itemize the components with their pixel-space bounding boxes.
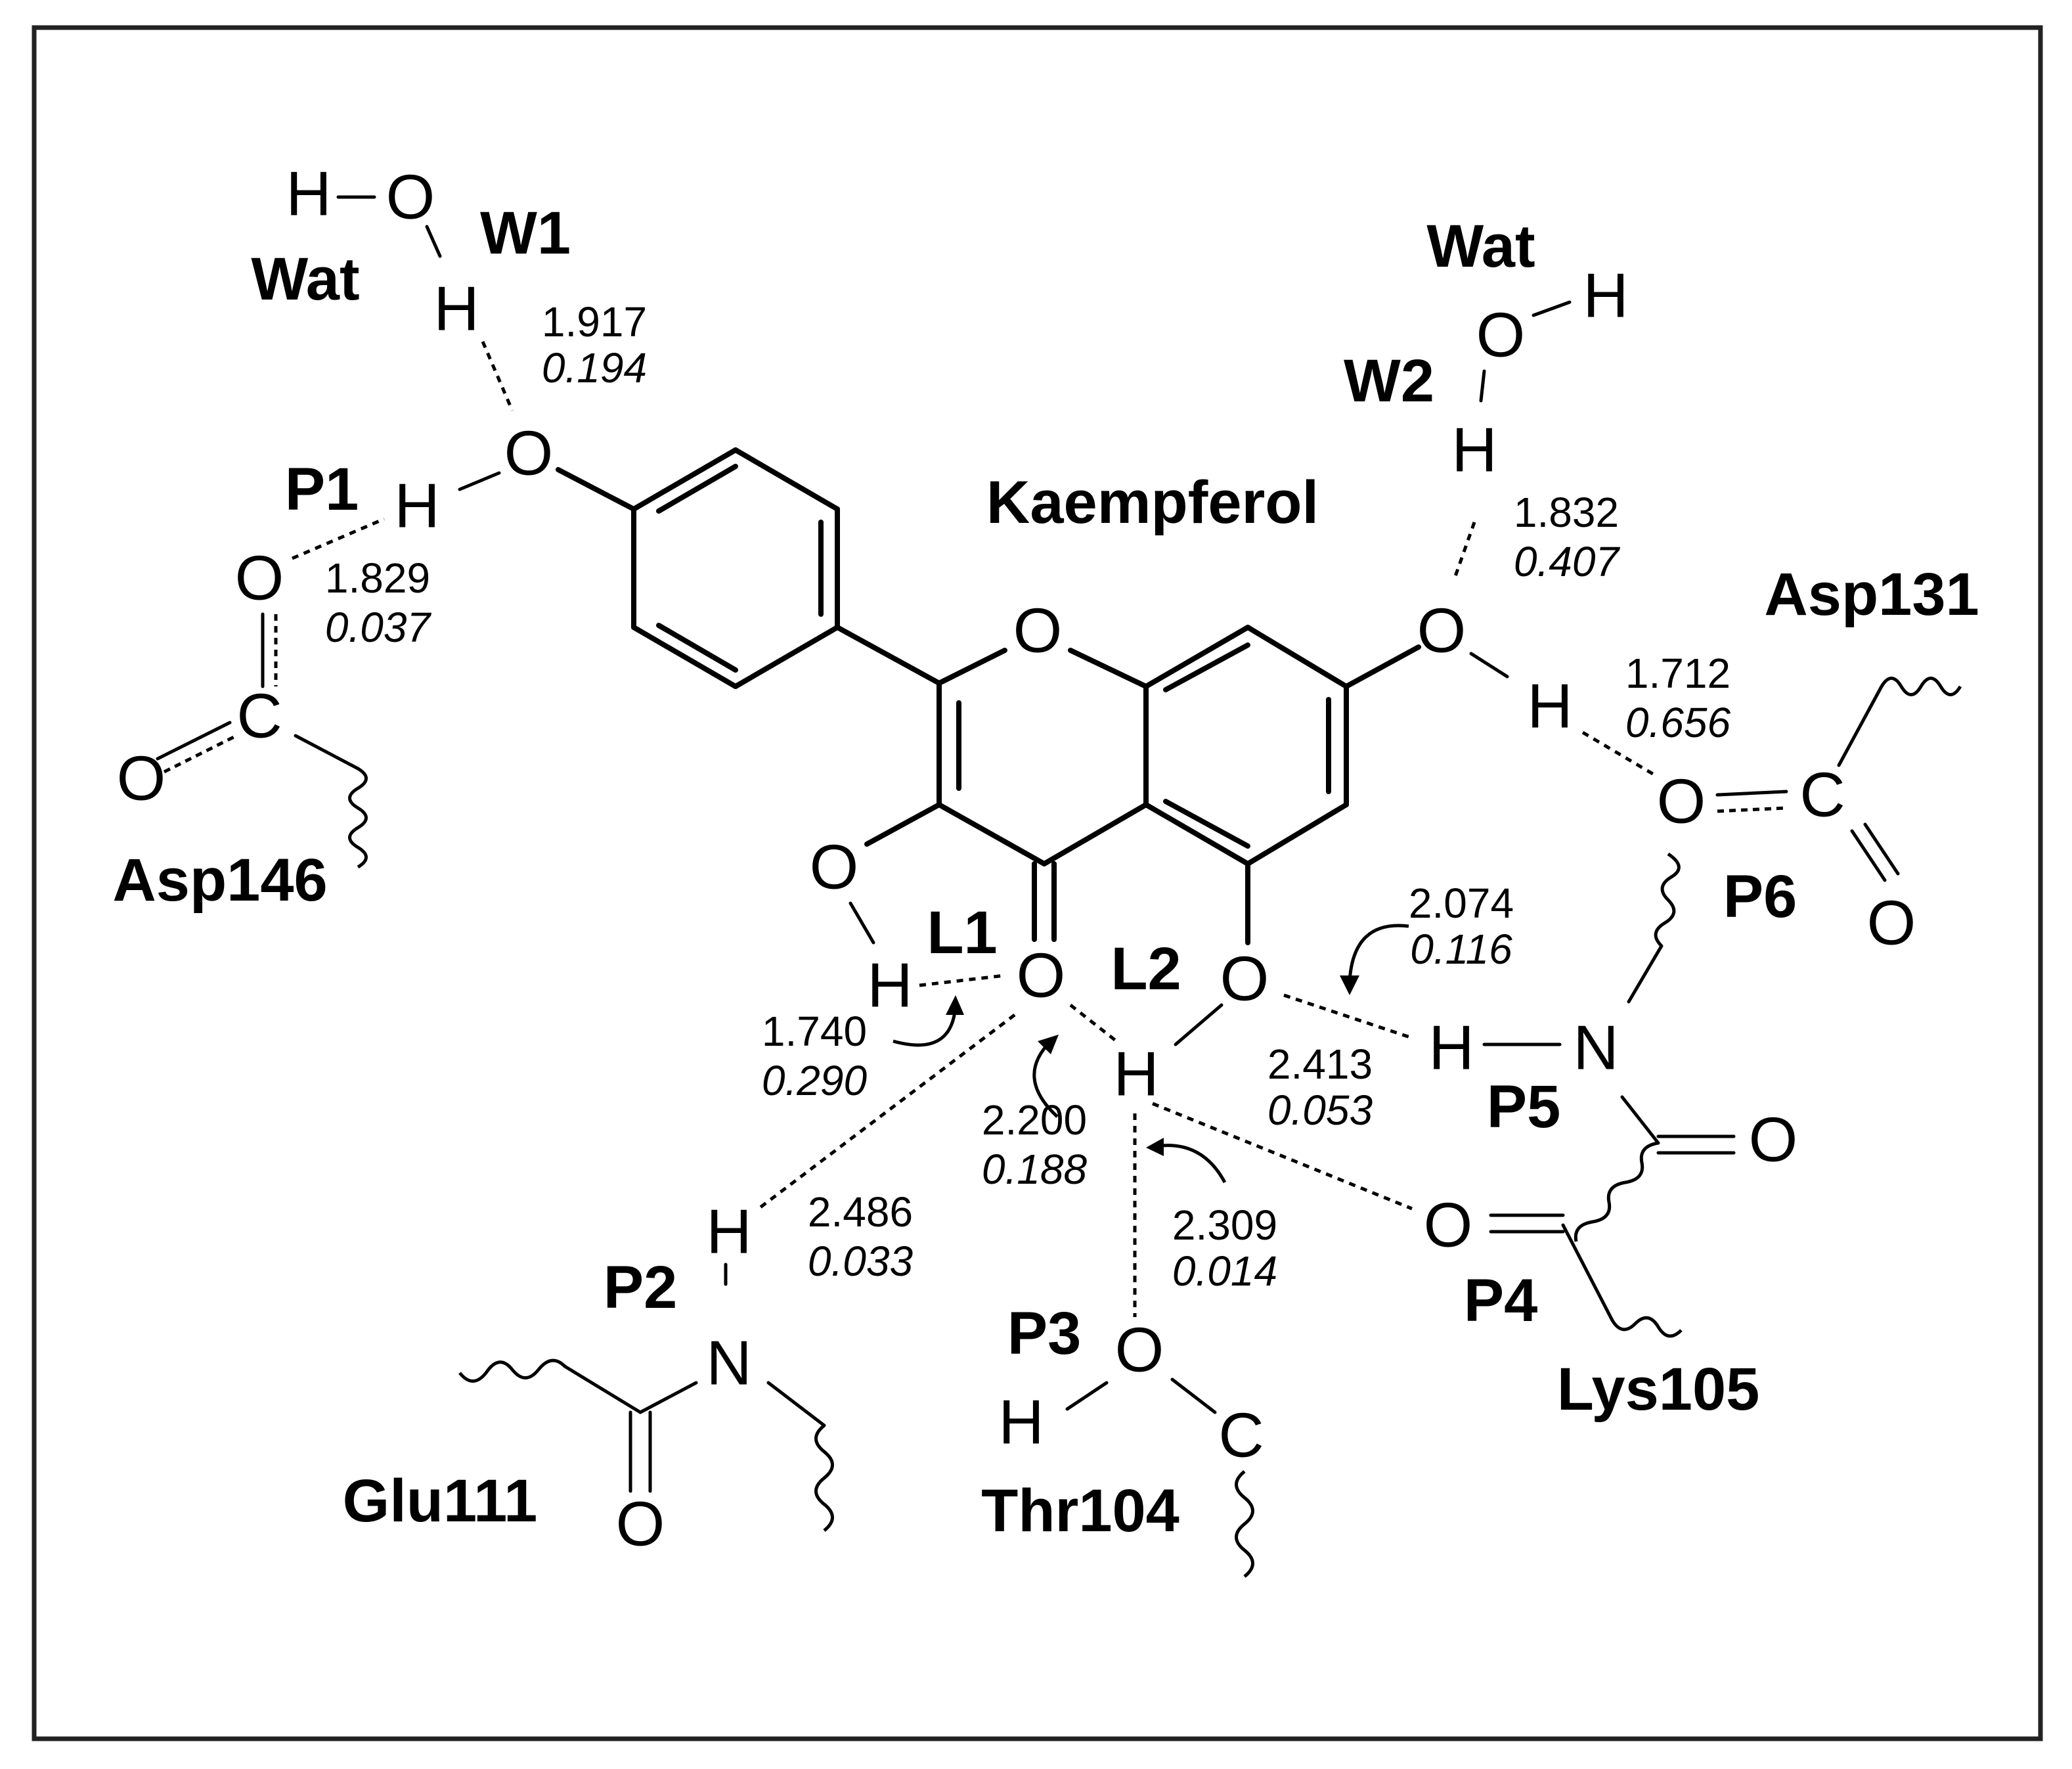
atom-h-p5: H [1428,1013,1474,1083]
value-p5: 0.053 [1267,1086,1373,1134]
value-w2: 0.407 [1514,538,1621,585]
atom-o-asp146-left: O [117,744,166,814]
asp146-residue [156,612,368,869]
ligand-oh-bonds [458,471,1509,1046]
atom-h-p2: H [706,1197,751,1267]
hydrogen-bonds [292,341,1656,1317]
value-p6: 0.656 [1625,699,1731,746]
label-thr104: Thr104 [981,1477,1179,1544]
bold-labels: Kaempferol Wat W1 Wat W2 P1 Asp146 Asp13… [112,200,1979,1544]
atom-o-p4: O [1424,1190,1473,1261]
value-p1: 0.037 [325,604,432,651]
distance-p1: 1.829 [325,554,430,602]
label-w1: W1 [480,200,571,267]
label-p6: P6 [1723,863,1797,930]
atom-labels: H O H O H O C O O H O H O H O C O O H O … [117,159,1916,1559]
value-l1: 0.290 [762,1057,868,1104]
atom-n-p2: N [706,1328,751,1399]
atom-o-3: O [810,832,859,903]
value-p5-arrow: 0.116 [1410,926,1512,973]
atom-o-4prime: O [504,418,554,489]
label-l2: L2 [1111,935,1181,1002]
atom-h-3: H [867,951,912,1021]
label-wat-w1: Wat [251,246,359,313]
atom-o-ring: O [1013,596,1063,666]
atom-o-w2: O [1476,300,1526,370]
label-p1: P1 [285,456,359,523]
glu111-residue [458,1263,834,1532]
atom-c-asp131: C [1799,760,1845,830]
lys105-residue [1482,852,1736,1338]
title-kaempferol: Kaempferol [986,469,1319,536]
atom-h-w1-bottom: H [433,274,479,344]
label-l1: L1 [927,899,997,966]
label-lys105: Lys105 [1557,1356,1760,1423]
atom-o-p5: O [1749,1105,1798,1175]
label-wat-w2: Wat [1426,213,1535,280]
frame-border [32,25,2043,1741]
curved-arrows [893,924,1409,1184]
interaction-values: 1.917 0.194 1.829 0.037 1.832 0.407 1.71… [325,298,1731,1295]
atom-h-w2-right: H [1583,261,1628,331]
label-p4: P4 [1464,1267,1538,1334]
value-w1: 0.194 [542,344,647,392]
kaempferol-skeleton [556,447,1421,945]
distance-p5: 2.413 [1267,1041,1373,1088]
distance-p5-arrow: 2.074 [1409,880,1514,927]
label-glu111: Glu111 [343,1467,538,1534]
label-p5: P5 [1487,1073,1561,1140]
label-p3: P3 [1007,1300,1082,1367]
label-w2: W2 [1344,347,1434,414]
value-p3: 0.014 [1172,1247,1277,1295]
distance-p2: 2.486 [808,1188,913,1236]
water-w2 [1479,300,1572,403]
atom-h-p3: H [998,1387,1044,1458]
atom-c-thr104: C [1218,1400,1264,1471]
distance-p3: 2.309 [1172,1201,1277,1249]
atom-o-glu111: O [616,1489,665,1559]
label-p2: P2 [604,1254,678,1321]
atom-o-7: O [1417,596,1466,666]
distance-p6: 1.712 [1625,650,1730,697]
thr104-residue [1065,1377,1254,1578]
value-l2: 0.188 [982,1146,1088,1193]
atom-o-asp146-top: O [235,543,284,614]
distance-w2: 1.832 [1514,489,1619,536]
distance-l2: 2.200 [982,1096,1087,1144]
asp131-residue [1715,677,1962,882]
atom-h-5: H [1113,1039,1158,1109]
atom-o-w1: O [386,162,435,233]
atom-h-7: H [1527,671,1572,742]
atom-o-p3: O [1115,1315,1164,1385]
value-p2: 0.033 [808,1238,914,1285]
water-w1 [336,195,442,258]
atom-h-w1-left: H [286,159,331,229]
atom-h-w2-bottom: H [1451,415,1497,485]
atom-c-asp146: C [236,681,282,751]
atom-n-p5: N [1573,1013,1618,1083]
label-asp131: Asp131 [1764,561,1979,628]
atom-o-asp131-left: O [1657,767,1706,837]
atom-o-4: O [1017,941,1066,1011]
distance-l1: 1.740 [762,1008,867,1055]
atom-o-5: O [1220,944,1269,1014]
distance-w1: 1.917 [542,298,647,346]
atom-o-asp131-bottom: O [1867,888,1916,958]
label-asp146: Asp146 [112,847,327,914]
atom-h-4prime: H [394,471,439,541]
